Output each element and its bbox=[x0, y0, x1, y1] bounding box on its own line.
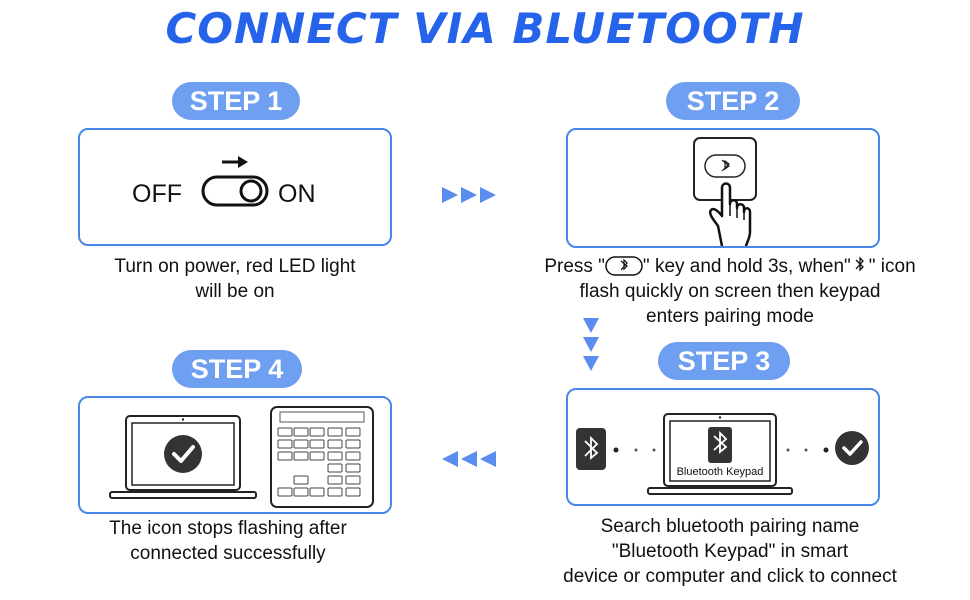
caption-line: device or computer and click to connect bbox=[563, 566, 897, 587]
step-4-panel bbox=[78, 396, 392, 514]
step-4-label: STEP 4 bbox=[172, 350, 302, 388]
bluetooth-icon bbox=[855, 256, 864, 272]
caption-line: enters pairing mode bbox=[646, 306, 814, 327]
caption-line: The icon stops flashing after bbox=[109, 518, 347, 539]
step-3-caption: Search bluetooth pairing name "Bluetooth… bbox=[508, 514, 952, 589]
bluetooth-keypad-label[interactable]: Bluetooth Keypad bbox=[676, 466, 764, 478]
step-3-label: STEP 3 bbox=[658, 342, 790, 380]
check-circle-icon bbox=[164, 435, 202, 473]
step-3-panel: Bluetooth Keypad bbox=[566, 388, 880, 506]
step-2-caption: Press " " key and hold 3s, when" " icon fl… bbox=[508, 254, 952, 329]
arrow-right-icon bbox=[222, 156, 248, 168]
caption-line: Turn on power, red LED light bbox=[114, 256, 356, 277]
caption-line: flash quickly on screen then keypad bbox=[579, 281, 881, 302]
keypad-icon bbox=[270, 406, 374, 508]
caption-line: "Bluetooth Keypad" in smart bbox=[611, 541, 849, 562]
step-1-label: STEP 1 bbox=[172, 82, 300, 120]
step-1-caption: Turn on power, red LED light will be on bbox=[78, 254, 392, 304]
bluetooth-icon bbox=[576, 428, 606, 470]
on-label: ON bbox=[278, 180, 316, 208]
arrow-left-icon bbox=[442, 451, 496, 467]
step-2-label: STEP 2 bbox=[666, 82, 800, 120]
caption-text: Press " bbox=[544, 256, 605, 277]
arrow-down-icon bbox=[583, 318, 599, 371]
laptop-icon bbox=[109, 415, 257, 499]
caption-line: will be on bbox=[195, 281, 275, 302]
step-1-panel: OFF ON bbox=[78, 128, 392, 246]
caption-text: " key and hold 3s, when" bbox=[642, 256, 851, 277]
off-label: OFF bbox=[132, 180, 182, 208]
dots-separator bbox=[613, 447, 656, 453]
step-4-caption: The icon stops flashing after connected … bbox=[78, 516, 378, 566]
page-title: CONNECT VIA BLUETOOTH bbox=[165, 4, 805, 53]
dots-separator bbox=[786, 447, 829, 453]
laptop-icon bbox=[647, 413, 793, 495]
caption-text: " icon bbox=[868, 256, 916, 277]
hand-pointer-icon bbox=[709, 182, 752, 246]
bluetooth-key-icon bbox=[693, 137, 757, 246]
power-switch-icon bbox=[201, 156, 269, 207]
caption-line: connected successfully bbox=[130, 543, 326, 564]
caption-line: Search bluetooth pairing name bbox=[600, 516, 860, 537]
bluetooth-key-icon bbox=[605, 256, 643, 276]
check-circle-icon bbox=[835, 431, 869, 465]
step-2-panel bbox=[566, 128, 880, 248]
arrow-right-icon bbox=[442, 187, 496, 203]
